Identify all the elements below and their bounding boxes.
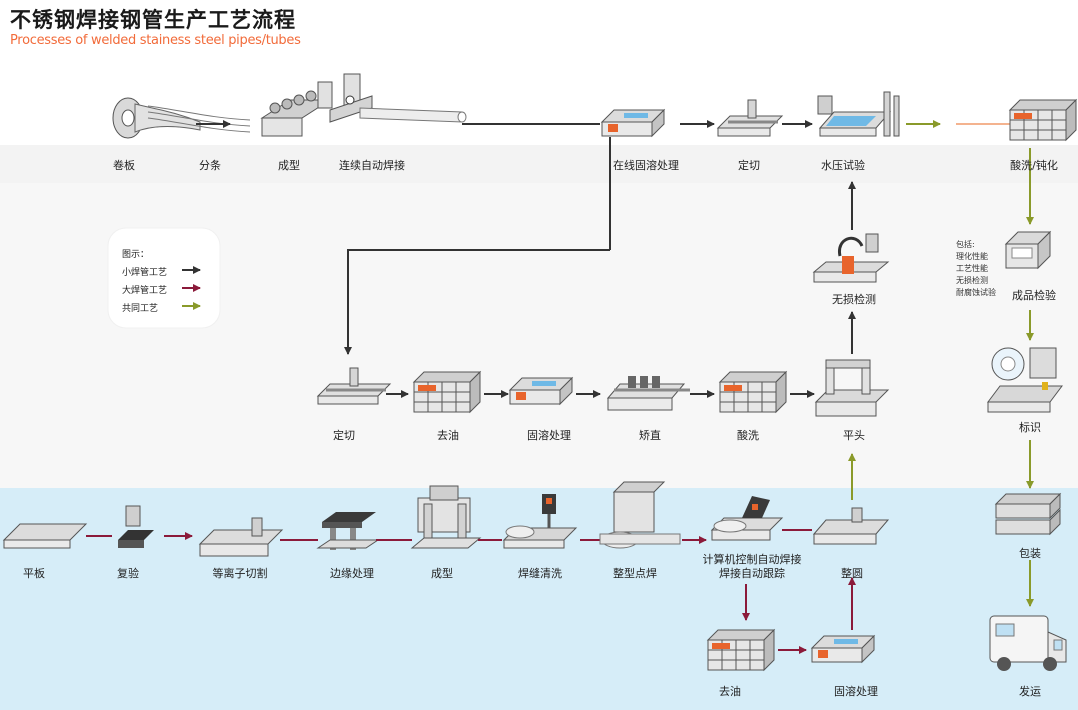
- label-gurong-bot: 固溶处理: [834, 685, 878, 698]
- label-fentiao: 分条: [199, 159, 221, 172]
- label-hanfeng-qingxi: 焊缝清洗: [518, 567, 562, 580]
- path-solution-to-dingqie: [344, 249, 610, 355]
- label-gurong-mid: 固溶处理: [527, 429, 571, 442]
- legend-item-large: 大焊管工艺: [122, 286, 168, 296]
- plate: [2, 523, 88, 549]
- cutter-mid: [316, 367, 392, 405]
- inspection-note-item: 工艺性能: [956, 264, 988, 273]
- inspection-note-item: 耐腐蚀试验: [956, 288, 996, 297]
- label-dengliziqiege: 等离子切割: [212, 567, 268, 580]
- label-chengpin: 成品检验: [1012, 289, 1056, 302]
- edge-processor: [316, 512, 380, 550]
- label-chengxing-bot: 成型: [431, 567, 453, 580]
- marking-machine: [987, 347, 1063, 413]
- slitting-strips: [147, 105, 251, 133]
- label-pingtou: 平头: [843, 429, 865, 442]
- label-zhengxing-dianhan: 整型点焊: [613, 567, 657, 580]
- label-suanxi-dunhua: 酸洗/钝化: [1010, 159, 1058, 172]
- label-dingqie-mid: 定切: [333, 429, 355, 442]
- plasma-cutter: [198, 517, 284, 557]
- legend-item-common: 共同工艺: [122, 304, 159, 314]
- label-biaoshi: 标识: [1019, 421, 1041, 434]
- lower-band: [0, 488, 1078, 710]
- spot-welder: [599, 481, 681, 549]
- press-former: [410, 485, 482, 549]
- weld-cleaner: [502, 494, 578, 549]
- hydro-tester: [817, 91, 900, 137]
- label-shuiya: 水压试验: [821, 159, 865, 172]
- inspection-note-item: 无损检测: [956, 276, 988, 285]
- label-dingqie-top: 定切: [738, 159, 760, 172]
- diagram-title: 不锈钢焊接钢管生产工艺流程: [10, 8, 296, 32]
- forming-rollers: [260, 90, 332, 137]
- legend-box: [107, 227, 221, 329]
- label-pingban: 平板: [23, 567, 45, 580]
- legend-item-small: 小焊管工艺: [122, 268, 168, 278]
- welded-pipe: [359, 107, 467, 123]
- label-wusun: 无损检测: [832, 293, 876, 306]
- package-stack: [994, 492, 1062, 536]
- straightener: [606, 376, 690, 411]
- label-suanxi: 酸洗: [737, 429, 759, 442]
- recheck-machine: [118, 505, 154, 548]
- label-fayun: 发运: [1019, 685, 1041, 698]
- legend-title: 图示：: [122, 250, 150, 260]
- label-jisuanji-2: 焊接自动跟踪: [719, 567, 785, 580]
- label-fuyan: 复验: [117, 567, 139, 580]
- inspection-notes: 包括: 理化性能 工艺性能 无损检测 耐腐蚀试验: [956, 239, 996, 299]
- inspection-note-item: 理化性能: [956, 252, 988, 261]
- label-lianxu-hanjie: 连续自动焊接: [339, 159, 405, 172]
- auto-welder: [317, 73, 373, 123]
- label-chengxing-top: 成型: [278, 159, 300, 172]
- rounding-machine: [812, 507, 890, 545]
- diagram-subtitle: Processes of welded stainess steel pipes…: [10, 33, 301, 48]
- truck: [989, 615, 1067, 671]
- inspection-machine: [1004, 230, 1052, 270]
- label-jisuanji-1: 计算机控制自动焊接: [702, 553, 802, 566]
- inspection-notes-header: 包括:: [956, 240, 975, 249]
- label-juanban: 卷板: [113, 159, 135, 172]
- coil-machine: [112, 97, 201, 139]
- label-baozhuang: 包装: [1019, 547, 1041, 560]
- label-quyou-bot: 去油: [719, 685, 741, 698]
- end-facer: [814, 359, 890, 417]
- label-jiaozhi: 矫直: [639, 429, 661, 442]
- ndt-machine: [812, 233, 890, 283]
- upper-band: [0, 145, 1078, 183]
- label-bianyuan: 边缘处理: [330, 567, 374, 580]
- label-zaixian-gurong: 在线固溶处理: [613, 159, 679, 172]
- label-zhengyuan: 整圆: [841, 567, 863, 580]
- computer-welder: [710, 496, 784, 541]
- cutter-top: [716, 99, 784, 137]
- legend: 图示： 小焊管工艺 大焊管工艺 共同工艺: [108, 228, 220, 328]
- label-quyou-mid: 去油: [437, 429, 459, 442]
